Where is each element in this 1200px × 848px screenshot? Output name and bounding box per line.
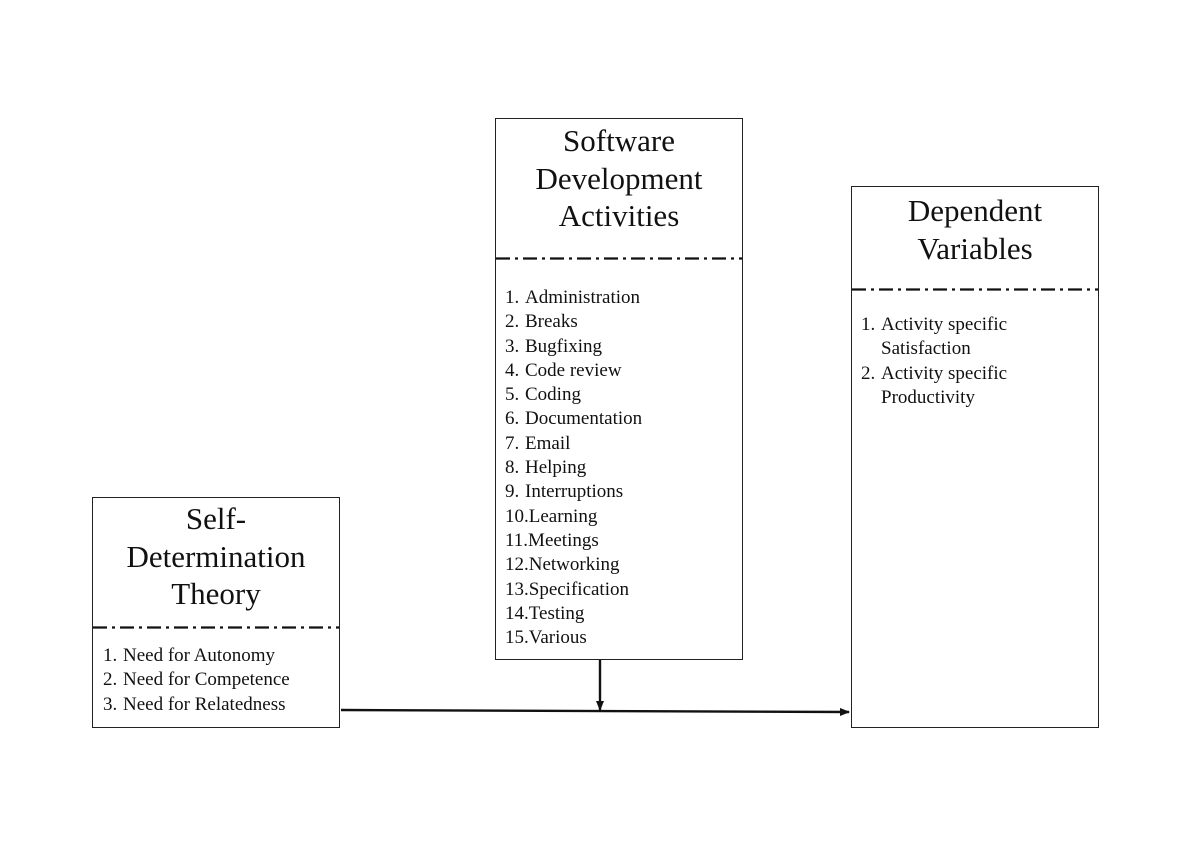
item-number: 5. [505,384,520,406]
list-item: 10.Learning [505,505,642,529]
item-text: Learning [528,505,598,527]
activities-title-line: Software [563,123,675,158]
list-item: 8.Helping [505,456,642,480]
list-item: 1.Activity specific Satisfaction [861,313,1007,362]
list-item: 13.Specification [505,578,642,602]
item-number: 8. [505,457,520,479]
self-determination-theory-box: Self- Determination Theory 1.Need for Au… [92,497,340,728]
item-text: Need for Competence [123,669,290,691]
item-number: 11. [505,529,529,551]
dependent-title-line: Dependent [907,193,1043,228]
item-text: Bugfixing [525,335,603,357]
item-number: 13. [505,578,529,600]
list-item: 4.Code review [505,359,642,383]
item-text: Activity specific Productivity [881,362,1008,408]
sdt-title: Self- Determination Theory [93,500,339,613]
activities-title-line: Activities [558,198,680,233]
sdt-title-line: Self- [185,501,247,536]
item-number: 3. [103,693,118,715]
list-item: 3.Need for Relatedness [103,693,290,717]
item-text: Specification [528,578,629,600]
item-number: 6. [505,408,520,430]
activities-title: Software Development Activities [496,122,742,235]
item-text: Meetings [528,529,599,551]
dependent-title: Dependent Variables [852,192,1098,267]
item-text: Email [525,432,571,454]
item-text: Administration [525,287,641,308]
item-number: 7. [505,432,520,454]
list-item: 2.Breaks [505,310,642,334]
sdt-title-line: Determination [126,538,306,574]
dependent-variables-box: Dependent Variables 1.Activity specific … [851,186,1099,728]
list-item: 6.Documentation [505,407,642,431]
list-item: 14.Testing [505,602,642,626]
item-text: Helping [525,457,587,479]
list-item: 11.Meetings [505,529,642,553]
sdt-needs-list: 1.Need for Autonomy 2.Need for Competenc… [103,644,290,717]
item-number: 9. [505,481,520,503]
item-number: 2. [861,362,876,384]
item-text: Networking [528,554,620,576]
item-number: 3. [505,335,520,357]
list-item: 3.Bugfixing [505,335,642,359]
item-number: 4. [505,359,520,381]
item-number: 1. [505,287,520,308]
item-text: Activity specific Satisfaction [881,314,1008,360]
item-text: Interruptions [525,481,624,503]
sdt-to-dependent-arrow [340,707,850,716]
dependent-title-line: Variables [917,230,1033,266]
item-text: Documentation [525,408,643,430]
item-number: 1. [861,314,876,335]
list-item: 2.Need for Competence [103,668,290,692]
item-number: 12. [505,554,529,576]
item-number: 14. [505,602,529,624]
item-number: 2. [505,311,520,333]
activities-title-line: Development [535,160,703,196]
sdt-title-line: Theory [171,576,261,611]
item-text: Coding [525,384,581,406]
item-text: Testing [528,602,585,624]
item-number: 10. [505,505,529,527]
item-number: 1. [103,645,118,666]
list-item: 5.Coding [505,383,642,407]
item-number: 2. [103,669,118,691]
item-text: Need for Relatedness [123,693,286,715]
list-item: 1.Administration [505,286,642,310]
list-item: 9.Interruptions [505,480,642,504]
list-item: 7.Email [505,432,642,456]
item-number: 15. [505,627,529,649]
software-development-activities-box: Software Development Activities 1.Admini… [495,118,743,660]
item-text: Various [528,627,587,649]
list-item: 12.Networking [505,553,642,577]
list-item: 1.Need for Autonomy [103,644,290,668]
item-text: Code review [525,359,622,381]
list-item: 15.Various [505,626,642,650]
dependent-variables-list: 1.Activity specific Satisfaction 2.Activ… [861,313,1007,410]
activities-list: 1.Administration 2.Breaks 3.Bugfixing 4.… [505,286,642,650]
item-text: Breaks [525,311,578,333]
item-text: Need for Autonomy [123,645,275,666]
list-item: 2.Activity specific Productivity [861,362,1007,411]
